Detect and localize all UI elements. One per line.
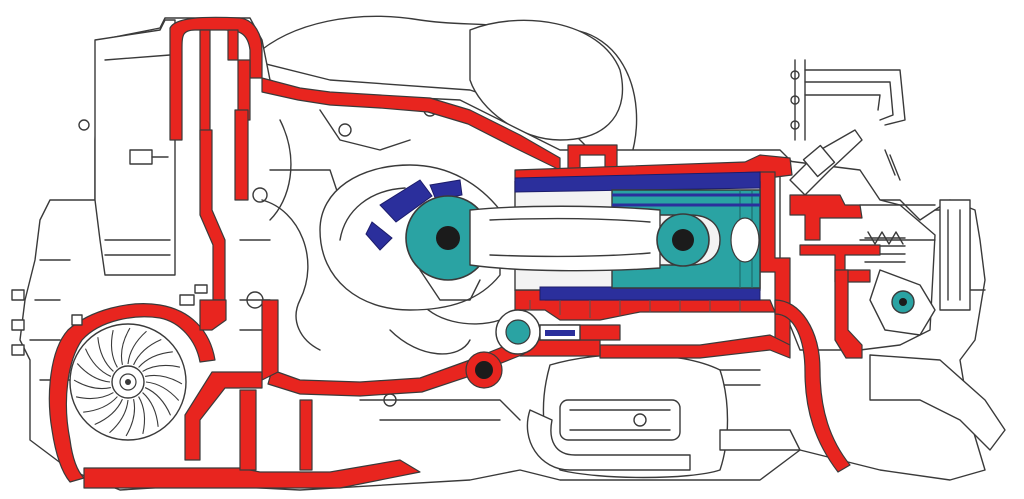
fan-blade	[97, 337, 114, 372]
left-edge-fittings	[11, 284, 208, 356]
fan-blade	[75, 392, 114, 400]
fan-blade	[145, 374, 183, 385]
rocker-arm	[869, 269, 936, 336]
fan-blade	[125, 399, 136, 437]
camshaft	[495, 309, 581, 355]
fan-blade	[73, 379, 111, 390]
fan-blade	[84, 348, 112, 377]
fan-blade	[145, 381, 180, 401]
fan-blade	[83, 396, 118, 413]
fan-blade	[120, 327, 131, 365]
fan-blade	[127, 330, 147, 365]
fan-blade	[76, 363, 111, 383]
fan-blade	[142, 364, 181, 372]
fan-blade	[138, 396, 146, 435]
valve-spring	[864, 231, 906, 263]
exhaust-muffler	[526, 353, 801, 479]
cooling-fan	[69, 323, 187, 441]
fan-blade	[94, 398, 123, 426]
fan-blade	[110, 329, 118, 368]
fan-blades	[73, 327, 183, 437]
fan-blade	[138, 351, 173, 368]
oil-pump	[465, 351, 503, 389]
fan-blade	[142, 392, 159, 427]
oil-filter-housing	[78, 19, 176, 276]
fan-blade	[109, 399, 129, 434]
fuel-injector	[789, 59, 906, 196]
crankshaft	[319, 164, 501, 311]
connecting-rod	[469, 205, 710, 272]
fan-blade	[144, 387, 172, 416]
fan-blade	[133, 338, 162, 366]
